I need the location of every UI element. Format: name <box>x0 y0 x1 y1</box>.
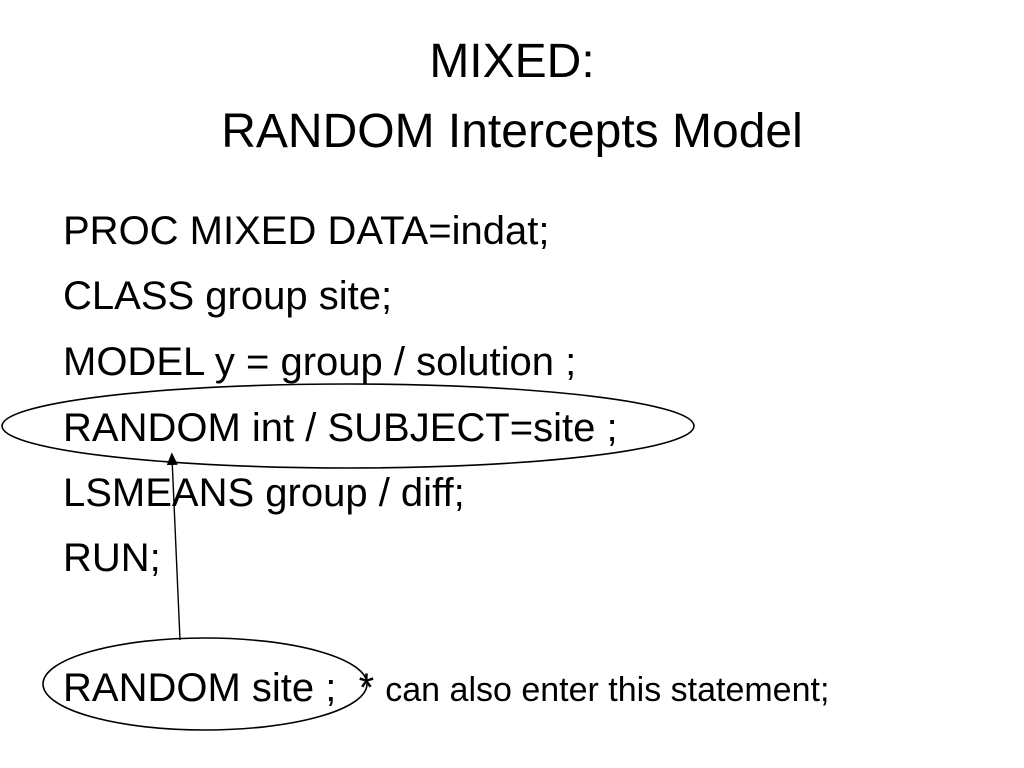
code-line-proc: PROC MIXED DATA=indat; <box>63 209 550 253</box>
code-line-class: CLASS group site; <box>63 274 393 318</box>
slide-title-line-2: RANDOM Intercepts Model <box>221 105 803 158</box>
code-line-lsmeans: LSMEANS group / diff; <box>63 471 465 515</box>
code-line-model: MODEL y = group / solution ; <box>63 340 577 384</box>
code-line-run: RUN; <box>63 536 161 580</box>
code-line-random: RANDOM int / SUBJECT=site ; <box>63 406 618 450</box>
alt-statement-comment: can also enter this statement; <box>385 671 830 709</box>
slide-title-line-1: MIXED: <box>429 35 595 88</box>
alt-random-statement-line: RANDOM site ; * can also enter this stat… <box>63 664 829 714</box>
alt-random-statement: RANDOM site ; * <box>63 666 386 710</box>
